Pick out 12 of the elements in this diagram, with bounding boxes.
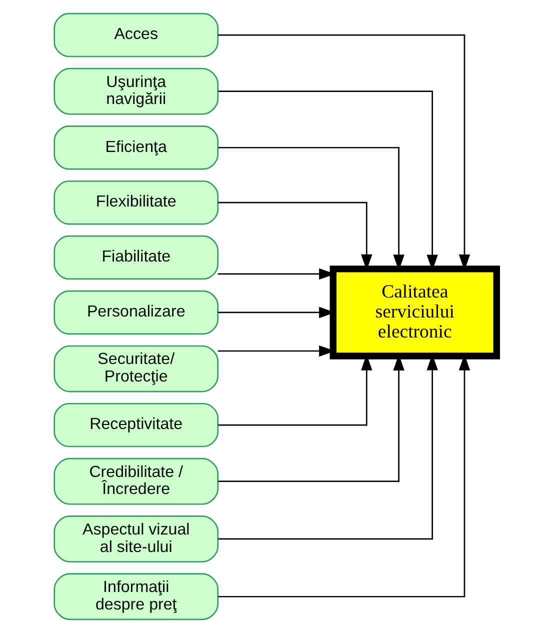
node-box: Acces <box>54 12 219 58</box>
node-box: Fiabilitate <box>54 235 219 280</box>
node-box: Eficienţa <box>54 126 219 170</box>
node-box: Flexibilitate <box>54 180 219 225</box>
node-box: Credibilitate / Încredere <box>54 458 219 505</box>
node-box: Personalizare <box>54 290 219 335</box>
node-box: Securitate/ Protecţie <box>54 345 219 392</box>
node-box: Aspectul vizual al site-ului <box>54 516 219 562</box>
node-box: Receptivitate <box>54 402 219 448</box>
node-box: Uşurinţa navigării <box>54 68 219 115</box>
node-box: Calitatea serviciului electronic <box>330 266 500 360</box>
node-box: Informaţii despre preţ <box>54 573 219 620</box>
